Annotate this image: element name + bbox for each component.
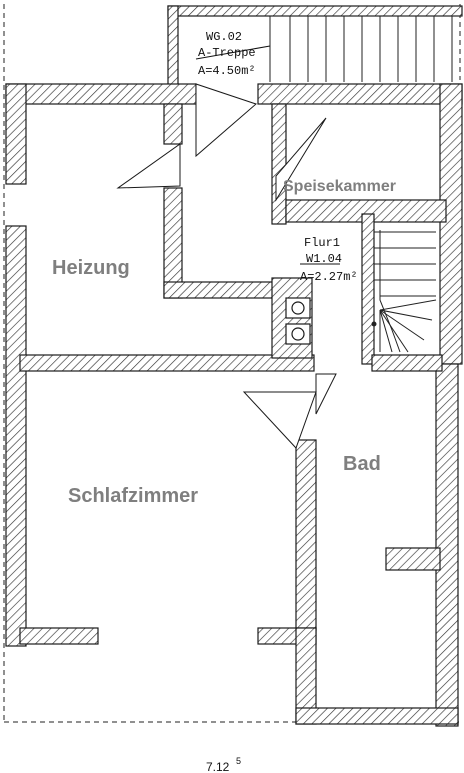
flur-tag-code: W1.04	[306, 252, 342, 266]
stair-tag-name: A-Treppe	[198, 46, 256, 60]
stair-treads-spiral	[371, 230, 437, 353]
room-label-speisekammer: Speisekammer	[283, 178, 396, 195]
dimension-superscript: 5	[236, 756, 241, 766]
stair-tag-area: A=4.50m²	[198, 64, 256, 78]
flur-tag: Flur1 W1.04 A=2.27m²	[300, 236, 358, 284]
room-label-bad: Bad	[343, 453, 381, 475]
room-label-heizung: Heizung	[52, 257, 130, 279]
flur-tag-area: A=2.27m²	[300, 270, 358, 284]
stair-treads-top	[269, 15, 462, 82]
dimension-main: 7.12	[206, 760, 230, 773]
door-swings	[116, 83, 337, 449]
dimension-label: 7.12 5	[206, 756, 241, 773]
walls	[5, 5, 463, 727]
chimney-flues	[285, 297, 311, 345]
flur-tag-name: Flur1	[304, 236, 340, 250]
stair-tag: WG.02 A-Treppe A=4.50m²	[198, 30, 256, 78]
tag-leaders	[195, 45, 340, 265]
stair-tag-code: WG.02	[206, 30, 242, 44]
room-label-schlafzimmer: Schlafzimmer	[68, 485, 198, 507]
